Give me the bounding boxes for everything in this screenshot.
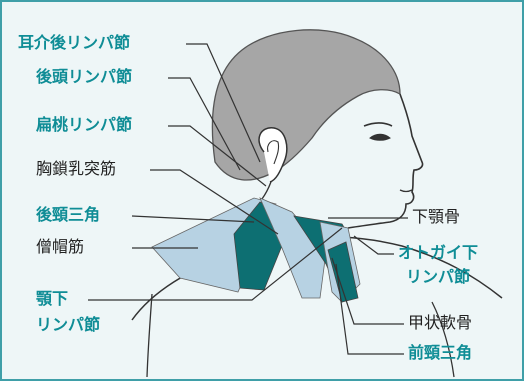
label-submental-1: オトガイ下 <box>398 242 478 264</box>
label-submandibular-1: 顎下 <box>36 288 68 310</box>
label-trapezius: 僧帽筋 <box>36 236 84 258</box>
label-tonsillar-node: 扁桃リンパ節 <box>36 114 132 136</box>
mouth <box>400 190 412 192</box>
label-thyroid-cartilage: 甲状軟骨 <box>408 312 472 334</box>
label-submental-2: リンパ節 <box>406 266 470 288</box>
label-submandibular-2: リンパ節 <box>36 314 100 336</box>
label-posterior-triangle: 後頸三角 <box>36 204 100 226</box>
label-anterior-triangle: 前頸三角 <box>408 342 472 364</box>
chest-line-left <box>147 294 152 377</box>
label-sternocleidomastoid: 胸鎖乳突筋 <box>36 158 116 180</box>
label-mandible: 下顎骨 <box>412 206 460 228</box>
label-occipital-node: 後頭リンパ節 <box>36 66 132 88</box>
eye <box>370 134 390 140</box>
hair <box>212 30 400 180</box>
eyebrow <box>364 123 392 126</box>
label-auricular-node: 耳介後リンパ節 <box>18 32 130 54</box>
